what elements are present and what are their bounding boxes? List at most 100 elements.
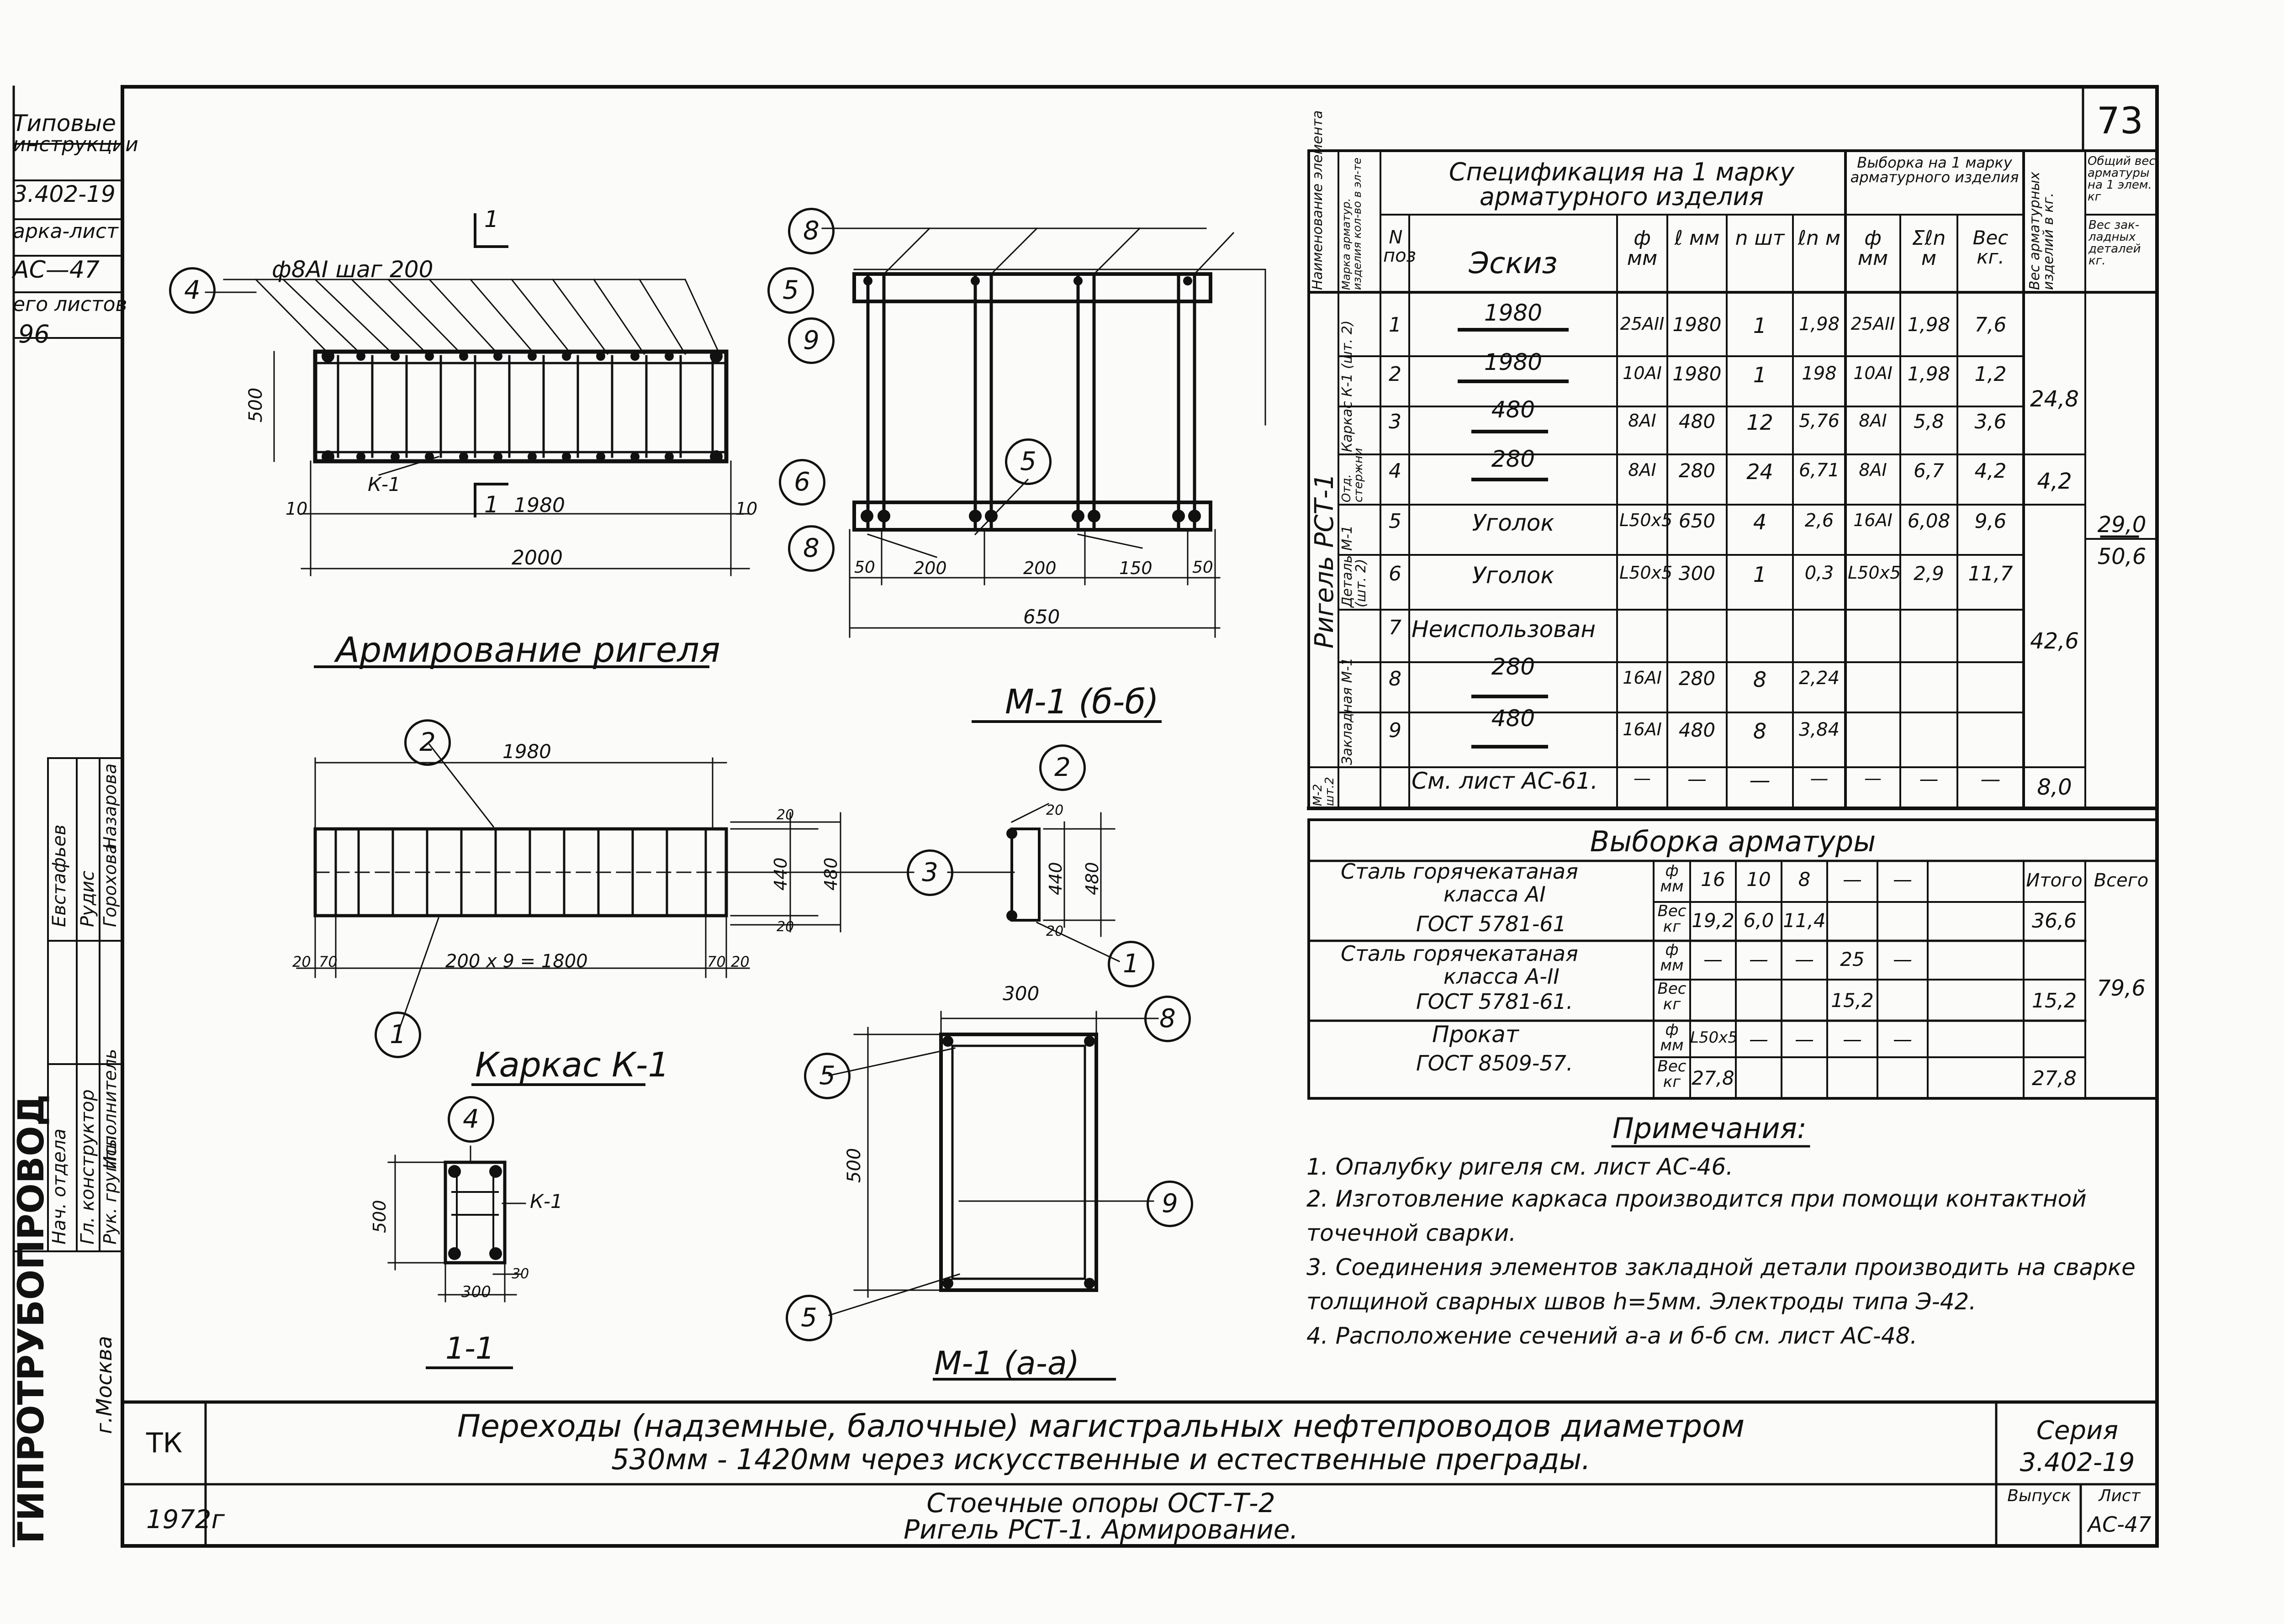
spec-cell-ves: —: [1980, 768, 2001, 791]
spec-col-naim: Наименование элемента: [1310, 110, 1326, 290]
spec-cell-poz: 3: [1389, 410, 1401, 433]
title-vypusk: Выпуск: [2007, 1487, 2071, 1505]
title-list-label: Лист: [2099, 1487, 2141, 1505]
callout-5-aa-bot: 5: [786, 1295, 832, 1341]
vyb-phi-value: 25: [1840, 948, 1865, 970]
vyb-ves-3: Вес кг: [1657, 1057, 1687, 1091]
vyb-ves-value: 27,8: [1692, 1067, 1734, 1089]
spec-cell-ln: 5,76: [1798, 411, 1840, 432]
spec-cell-n: 8: [1753, 719, 1767, 743]
note-2a: 2. Изготовление каркаса производится при…: [1306, 1186, 2087, 1212]
karkas-dim-20-left: 20: [292, 953, 311, 970]
spec-hdr-phi2: ф мм: [1857, 227, 1888, 270]
sig-role-1: Нач. отдела: [49, 1128, 70, 1244]
callout-1-karkas: 1: [375, 1012, 421, 1058]
title-seriya-label: Серия: [2036, 1416, 2119, 1445]
spec-hdr-n: n шт: [1735, 227, 1785, 250]
sig-role-2: Гл. конструктор: [77, 1089, 98, 1244]
spec-cell-phi: 8АI: [1628, 411, 1656, 431]
stamp-sheets-label: его листов: [13, 293, 127, 316]
spec-col-ves: Вес арматурных изделий в кг.: [2027, 172, 2057, 290]
dim-500-left: 500: [245, 387, 266, 422]
spec-cell-n: 24: [1746, 459, 1773, 484]
m1aa-dim-300: 300: [1003, 982, 1040, 1005]
title-m1aa: М-1 (а-а): [934, 1345, 1080, 1382]
stamp-mark-sheet: арка-лист: [13, 220, 118, 243]
spec-cell-n: 8: [1753, 667, 1767, 692]
sec3-dim-20-bot: 20: [1046, 923, 1064, 939]
spec-hdr-npoz: N поз: [1383, 227, 1416, 266]
dim-10-left: 10: [286, 499, 308, 519]
spec-cell-phi: 16АI: [1623, 668, 1662, 688]
vyb-phi-value: —: [1749, 1028, 1768, 1050]
callout-6: 6: [779, 459, 825, 506]
spec-col-marka: Марка арматур. изделия кол-во в эл-те: [1340, 157, 1364, 290]
sec3-dim-20-top: 20: [1046, 802, 1064, 818]
spec-hdr-phi: ф мм: [1627, 227, 1658, 270]
title-main-1: Переходы (надземные, балочные) магистрал…: [457, 1408, 1745, 1445]
vyb-steel1-l3: ГОСТ 5781-61: [1416, 912, 1566, 936]
callout-4-top: 4: [169, 267, 216, 314]
spec-cell-eskiz: 280: [1491, 446, 1535, 472]
spec-cell-sum: 6,08: [1907, 510, 1951, 532]
title-sub-1: Стоечные опоры ОСТ-Т-2: [926, 1487, 1275, 1519]
m1bb-dim-200b: 200: [1023, 558, 1057, 578]
karkas-dim-70-left: 70: [319, 953, 338, 970]
spec-col-obsh: Общий вес арматуры на 1 элем. кг: [2088, 154, 2156, 204]
spec-cell-eskiz: 480: [1491, 705, 1535, 732]
spec-cell-ves: 1,2: [1974, 363, 2007, 386]
spec-cell-sum: —: [1919, 768, 1939, 790]
spec-cell-poz: 9: [1389, 719, 1401, 742]
note-3b: толщиной сварных швов h=5мм. Электроды т…: [1306, 1288, 1977, 1315]
spec-cell-phi: L50х5: [1619, 563, 1673, 583]
spec-total-m2: 8,0: [2037, 775, 2072, 800]
spec-cell-l: 650: [1678, 510, 1716, 532]
vyb-itogo-2: 15,2: [2032, 989, 2077, 1012]
spec-cell-ves: 11,7: [1968, 562, 2013, 585]
spec-col-ves-zakl: Вес зак- ладных деталей кг.: [2088, 218, 2141, 268]
spec-total-zakl: 42,6: [2030, 628, 2079, 654]
sig-name-3: Горохова: [100, 843, 120, 927]
section-mark-bottom: 1: [484, 491, 499, 518]
spec-cell-l: 300: [1678, 562, 1716, 585]
vyb-phi-1: ф мм: [1660, 862, 1684, 896]
spec-cell-eskiz: См. лист АС-61.: [1412, 768, 1598, 794]
karkas-dim-480: 480: [821, 857, 841, 891]
vyb-ves-value: 19,2: [1692, 909, 1734, 932]
sig-name-4: Назарова: [100, 763, 120, 849]
vyb-phi-value: —: [1795, 1028, 1814, 1050]
spec-cell-l: 1980: [1672, 363, 1722, 385]
spec-cell-sum: 5,8: [1914, 410, 1944, 432]
spec-hdr-ln: ℓn м: [1798, 227, 1841, 250]
callout-5-aa-top: 5: [804, 1053, 851, 1099]
spec-cell-phi: 25АII: [1620, 314, 1665, 334]
label-k1-top: К-1: [368, 473, 401, 496]
stamp-typical: Типовые: [13, 110, 116, 137]
note-3a: 3. Соединения элементов закладной детали…: [1306, 1254, 2136, 1281]
notes-title: Примечания:: [1613, 1112, 1807, 1145]
spec-cell-phi2: 8АI: [1859, 460, 1887, 480]
spec-cell-n: 1: [1753, 562, 1767, 587]
spec-cell-eskiz: Уголок: [1472, 562, 1554, 589]
spec-cell-sum: 1,98: [1907, 363, 1951, 385]
vyb-phi-value: 8: [1798, 868, 1811, 891]
vyb-phi-value: —: [1893, 948, 1912, 970]
karkas-dim-20-bot: 20: [777, 919, 794, 935]
sec11-label-k1: К-1: [530, 1190, 563, 1213]
spec-cell-poz: 1: [1389, 313, 1401, 337]
callout-5-mid: 5: [1005, 438, 1052, 485]
vyb-phi-value: —: [1843, 868, 1862, 891]
spec-cell-n: 1: [1753, 363, 1767, 387]
spec-cell-ln: 198: [1802, 363, 1837, 384]
spec-cell-poz: 6: [1389, 562, 1401, 585]
spec-cell-poz: 4: [1389, 459, 1401, 483]
callout-1-section: 1: [1108, 941, 1154, 987]
karkas-dim-70-right: 70: [707, 953, 726, 970]
dim-10-right: 10: [735, 499, 758, 519]
callout-9-top: 9: [788, 317, 835, 364]
vyb-vsego-val: 79,6: [2097, 975, 2146, 1001]
spec-cell-eskiz: 1980: [1484, 300, 1543, 326]
sec11-dim-30: 30: [512, 1266, 529, 1282]
sheet-number: 73: [2097, 100, 2143, 142]
title-m1bb: М-1 (б-б): [1005, 682, 1159, 722]
